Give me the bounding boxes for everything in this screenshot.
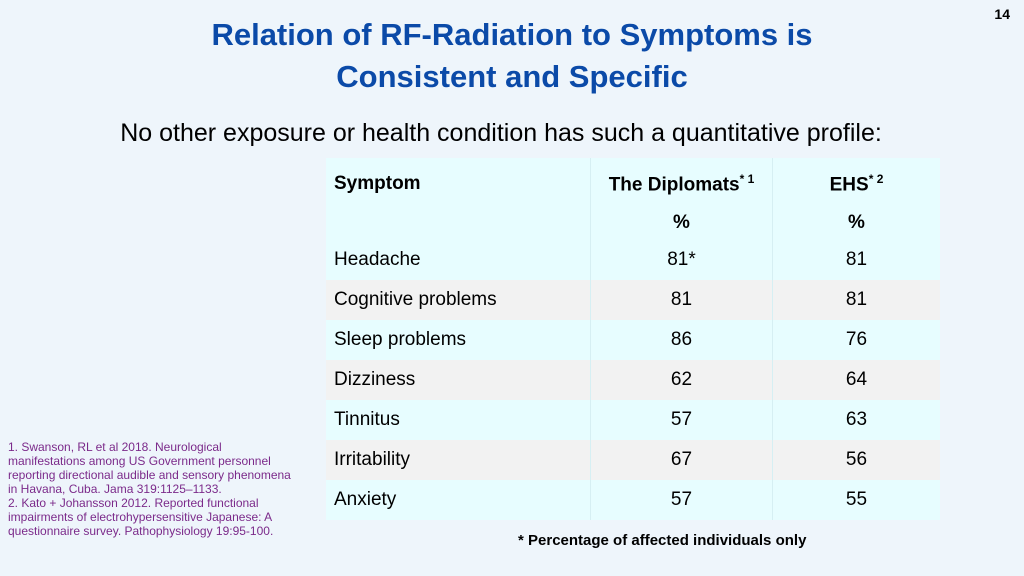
cell-diplomats: 62: [590, 360, 772, 400]
page-number: 14: [994, 6, 1010, 22]
cell-ehs: 56: [772, 440, 940, 480]
header-ehs-note: * 2: [868, 171, 884, 186]
header-ehs: EHS* 2: [772, 158, 940, 210]
table-row: Headache 81* 81: [326, 240, 940, 280]
cell-symptom: Cognitive problems: [326, 280, 590, 320]
unit-diplomats: %: [590, 210, 772, 240]
cell-ehs: 64: [772, 360, 940, 400]
table-footnote: * Percentage of affected individuals onl…: [518, 532, 807, 549]
references: 1. Swanson, RL et al 2018. Neurological …: [8, 440, 298, 538]
unit-empty: [326, 210, 590, 240]
table-header-row: Symptom The Diplomats* 1 EHS* 2: [326, 158, 940, 210]
reference-1: 1. Swanson, RL et al 2018. Neurological …: [8, 440, 291, 496]
cell-symptom: Dizziness: [326, 360, 590, 400]
cell-diplomats: 86: [590, 320, 772, 360]
table-unit-row: % %: [326, 210, 940, 240]
table-row: Irritability 67 56: [326, 440, 940, 480]
table-row: Tinnitus 57 63: [326, 400, 940, 440]
cell-symptom: Headache: [326, 240, 590, 280]
cell-diplomats: 67: [590, 440, 772, 480]
table-row: Anxiety 57 55: [326, 480, 940, 520]
cell-ehs: 81: [772, 240, 940, 280]
cell-diplomats: 57: [590, 400, 772, 440]
title-line-2: Consistent and Specific: [336, 59, 688, 94]
cell-ehs: 63: [772, 400, 940, 440]
cell-ehs: 76: [772, 320, 940, 360]
table-row: Cognitive problems 81 81: [326, 280, 940, 320]
header-diplomats: The Diplomats* 1: [590, 158, 772, 210]
cell-symptom: Irritability: [326, 440, 590, 480]
header-diplomats-note: * 1: [739, 171, 755, 186]
cell-diplomats: 81*: [590, 240, 772, 280]
cell-symptom: Sleep problems: [326, 320, 590, 360]
cell-diplomats: 81: [590, 280, 772, 320]
cell-symptom: Tinnitus: [326, 400, 590, 440]
reference-2: 2. Kato + Johansson 2012. Reported funct…: [8, 496, 274, 538]
slide-subtitle: No other exposure or health condition ha…: [120, 119, 882, 147]
header-symptom: Symptom: [326, 158, 590, 210]
cell-ehs: 81: [772, 280, 940, 320]
unit-ehs: %: [772, 210, 940, 240]
cell-ehs: 55: [772, 480, 940, 520]
slide-title: Relation of RF-Radiation to Symptoms is …: [0, 14, 1024, 98]
title-line-1: Relation of RF-Radiation to Symptoms is: [211, 17, 813, 52]
cell-symptom: Anxiety: [326, 480, 590, 520]
header-diplomats-label: The Diplomats: [608, 174, 740, 196]
cell-diplomats: 57: [590, 480, 772, 520]
table-row: Dizziness 62 64: [326, 360, 940, 400]
table-row: Sleep problems 86 76: [326, 320, 940, 360]
symptoms-table: Symptom The Diplomats* 1 EHS* 2 % % Head…: [326, 158, 940, 520]
header-ehs-label: EHS: [829, 174, 869, 196]
